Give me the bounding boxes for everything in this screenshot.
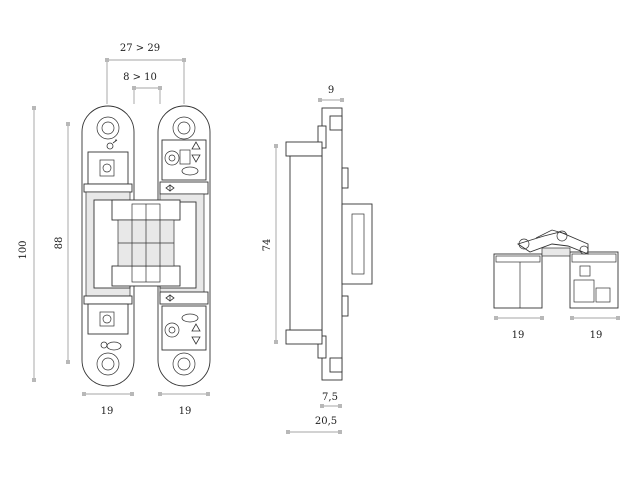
front-dimensions: 27 > 29 8 > 10 100 88 19 19 <box>18 43 210 417</box>
side-dimensions: 9 74 7,5 20,5 <box>262 85 344 434</box>
dim-top-right-width: 19 <box>590 330 603 341</box>
top-dimensions: 19 19 <box>494 316 620 341</box>
double-arrow-icon <box>165 184 175 192</box>
side-view <box>285 107 373 381</box>
triangle-down-icon <box>191 154 201 163</box>
dim-side-total-depth: 20,5 <box>315 416 337 427</box>
brand-badge-icon <box>100 341 122 351</box>
dim-side-top-depth: 9 <box>328 85 334 96</box>
front-view <box>81 105 211 387</box>
dim-right-leaf-width: 19 <box>179 406 192 417</box>
dim-overall-height: 100 <box>18 240 29 259</box>
hinge-mechanism <box>111 199 181 287</box>
top-view <box>493 229 619 309</box>
dim-side-body-height: 74 <box>262 239 273 252</box>
dim-mounting-height: 88 <box>54 237 65 250</box>
dim-top-left-width: 19 <box>512 330 525 341</box>
triangle-up-icon <box>191 141 201 150</box>
dim-side-bottom-offset: 7,5 <box>322 392 338 403</box>
adjust-screw-icon <box>106 139 118 150</box>
dim-front-width: 27 > 29 <box>120 43 160 54</box>
dim-left-leaf-width: 19 <box>101 406 114 417</box>
dim-front-gap: 8 > 10 <box>123 72 157 83</box>
